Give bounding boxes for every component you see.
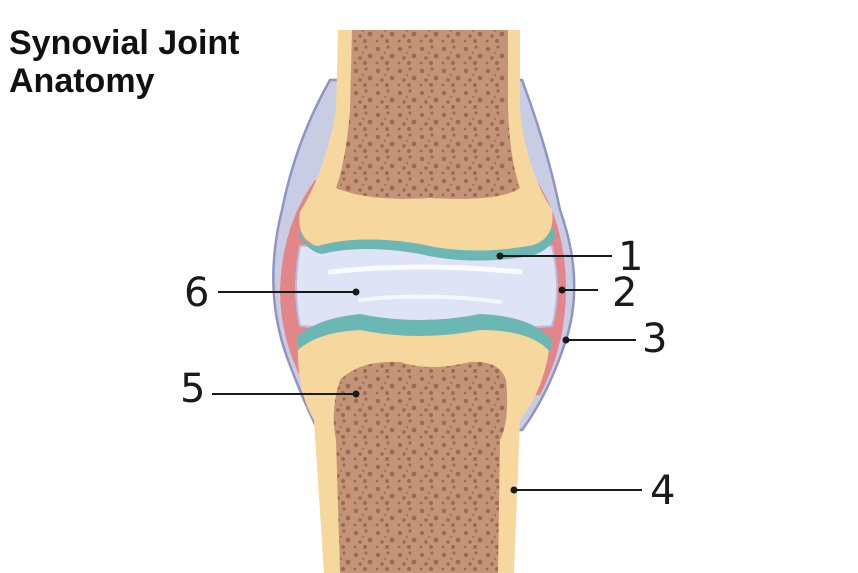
leader-dot-4 xyxy=(510,486,518,494)
leader-dot-5 xyxy=(352,390,360,398)
label-6: 6 xyxy=(184,270,209,316)
label-2: 2 xyxy=(612,270,637,316)
label-3: 3 xyxy=(642,316,667,362)
fluid-highlight xyxy=(358,294,502,304)
diagram-title: Synovial Joint Anatomy xyxy=(9,24,240,100)
fluid-highlight xyxy=(327,264,523,275)
leader-dot-2 xyxy=(558,286,566,294)
leader-dot-6 xyxy=(352,288,360,296)
lower-spongy-bone xyxy=(333,361,508,573)
title-line-2: Anatomy xyxy=(9,62,155,100)
leader-dots xyxy=(352,252,570,494)
leader-dot-3 xyxy=(562,336,570,344)
upper-articular-cartilage xyxy=(300,226,556,261)
leader-lines xyxy=(212,255,642,491)
lower-articular-cartilage xyxy=(298,314,552,352)
label-5: 5 xyxy=(180,366,205,412)
title-line-1: Synovial Joint xyxy=(9,24,240,62)
label-1: 1 xyxy=(618,234,643,280)
leader-dot-1 xyxy=(496,252,504,260)
label-4: 4 xyxy=(650,468,675,514)
upper-spongy-bone xyxy=(336,30,520,199)
